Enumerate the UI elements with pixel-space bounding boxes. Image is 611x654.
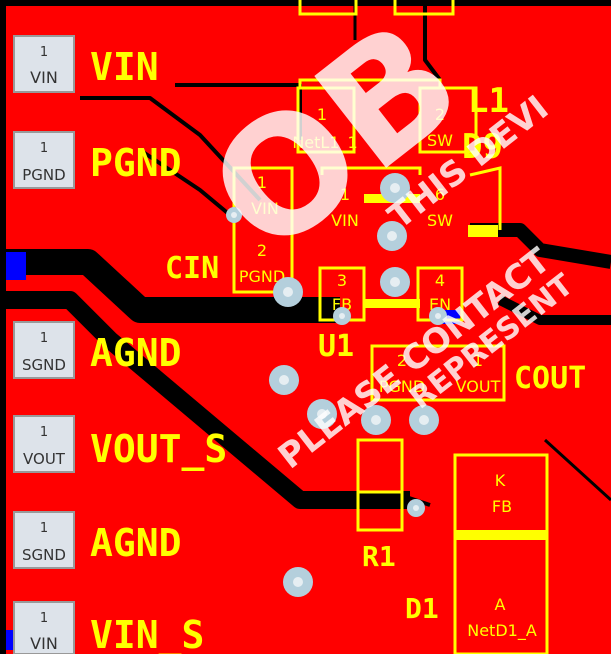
pad-net: VOUT — [456, 377, 501, 396]
pad-number: 2 — [257, 241, 267, 260]
via[interactable] — [269, 365, 299, 395]
via[interactable] — [226, 207, 242, 223]
connector-label: VIN — [90, 45, 159, 89]
pad-net: NetD1_A — [467, 621, 537, 641]
connector-label: AGND — [90, 331, 182, 375]
connector-agnd-2[interactable]: 1 SGND AGND — [13, 511, 182, 569]
l1-pad-1[interactable] — [296, 86, 356, 154]
d9-cathode-bar — [462, 225, 498, 237]
pin-net: VOUT — [23, 450, 66, 468]
pin-number: 1 — [40, 45, 48, 60]
via[interactable] — [361, 405, 391, 435]
top-partial-pads — [298, 0, 455, 16]
pin-net: VIN — [30, 68, 58, 87]
via-layer — [226, 173, 447, 597]
pad-number: 1 — [473, 351, 483, 370]
via[interactable] — [380, 173, 410, 203]
pin-net: SGND — [22, 356, 66, 374]
refdes-l1: L1 — [468, 81, 509, 121]
pad-net: VIN — [251, 199, 279, 218]
via[interactable] — [307, 399, 337, 429]
u1-outline — [320, 166, 422, 175]
via[interactable] — [407, 499, 425, 517]
pad-number: 3 — [337, 271, 347, 290]
pin-number: 1 — [40, 141, 48, 156]
refdes-d9: D9 — [462, 127, 503, 167]
pad-net: SW — [427, 131, 453, 150]
inductor-l1[interactable]: 1 NetL1_1 2 SW L1 D9 — [292, 78, 509, 167]
pin-net: SGND — [22, 546, 66, 564]
connector-pgnd[interactable]: 1 PGND PGND — [13, 131, 182, 189]
pad-number: 2 — [435, 105, 445, 124]
pad-number: K — [495, 471, 506, 490]
d1-cathode-bar — [455, 530, 547, 540]
u1-pad-6[interactable] — [420, 178, 468, 238]
refdes-cout: COUT — [514, 361, 586, 396]
capacitor-cin[interactable]: 1 VIN 2 PGND CIN — [165, 166, 294, 294]
via[interactable] — [273, 277, 303, 307]
pad-net: PGND — [379, 377, 425, 396]
l1-pad-2[interactable] — [418, 86, 478, 154]
d9-outline — [469, 166, 502, 230]
pad-number: 2 — [397, 351, 407, 370]
connector-label: PGND — [90, 141, 182, 185]
layer-marker — [6, 252, 26, 280]
refdes-d1: D1 — [405, 592, 439, 625]
u1-silk-bar — [364, 299, 420, 308]
pad-number: 1 — [317, 105, 327, 124]
pad-number: 1 — [257, 173, 267, 192]
connector-vin[interactable]: 1 VIN VIN — [13, 35, 159, 93]
connector-agnd-1[interactable]: 1 SGND AGND — [13, 321, 182, 379]
pad-net: FB — [492, 497, 512, 516]
pad-net: PGND — [239, 267, 285, 286]
pin-number: 1 — [40, 425, 48, 440]
resistor-r1[interactable]: R1 — [356, 438, 404, 573]
capacitor-cout[interactable]: 2 PGND 1 VOUT COUT — [370, 344, 586, 402]
connector-label: VIN_S — [90, 613, 204, 654]
pad-number: A — [495, 595, 506, 614]
refdes-u1: U1 — [318, 329, 354, 364]
via[interactable] — [429, 307, 447, 325]
via[interactable] — [380, 267, 410, 297]
connector-vin-s[interactable]: 1 VIN VIN_S — [13, 601, 204, 654]
refdes-cin: CIN — [165, 251, 219, 286]
pad-net: SW — [427, 211, 453, 230]
pin-net: VIN — [30, 634, 58, 653]
layer-marker — [6, 630, 14, 650]
pad-number: 4 — [435, 271, 445, 290]
via[interactable] — [377, 221, 407, 251]
connector-label: VOUT_S — [90, 427, 227, 471]
via[interactable] — [283, 567, 313, 597]
via[interactable] — [333, 307, 351, 325]
connector-vout-s[interactable]: 1 VOUT VOUT_S — [13, 415, 227, 473]
pin-number: 1 — [40, 521, 48, 536]
diode-d1[interactable]: K FB A NetD1_A D1 — [405, 453, 549, 654]
pad-net: VIN — [331, 211, 359, 230]
pad-net: NetL1_1 — [292, 133, 357, 153]
pin-net: PGND — [22, 166, 65, 184]
pad-number: 6 — [435, 185, 445, 204]
pin-number: 1 — [40, 331, 48, 346]
pin-number: 1 — [40, 611, 48, 626]
u1-pad-1[interactable] — [322, 178, 370, 238]
refdes-r1: R1 — [362, 540, 396, 573]
pad-number: 1 — [340, 185, 350, 204]
via[interactable] — [409, 405, 439, 435]
connector-label: AGND — [90, 521, 182, 565]
